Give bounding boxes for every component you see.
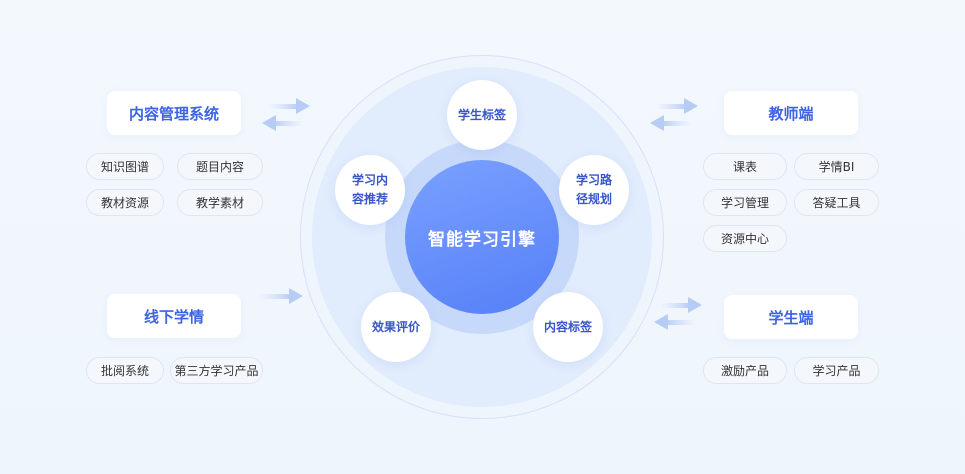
tag-pill: 学习管理 bbox=[703, 189, 787, 216]
tag-label: 学习产品 bbox=[812, 364, 861, 378]
tag-pill: 学情BI bbox=[794, 153, 879, 180]
tag-label: 学习管理 bbox=[720, 196, 769, 210]
tag-pill: 资源中心 bbox=[703, 225, 787, 252]
offline-learning-box: 线下学情 bbox=[107, 294, 241, 338]
node-content-tags: 内容标签 bbox=[533, 292, 603, 362]
tag-pill: 题目内容 bbox=[177, 153, 263, 180]
content-management-system-box: 内容管理系统 bbox=[107, 91, 241, 135]
tag-label: 资源中心 bbox=[720, 232, 769, 246]
student-side-box: 学生端 bbox=[724, 295, 858, 339]
node-label: 内容标签 bbox=[543, 319, 592, 334]
tag-label: 激励产品 bbox=[720, 364, 769, 378]
tag-label: 知识图谱 bbox=[100, 160, 149, 174]
node-effect-evaluation: 效果评价 bbox=[361, 292, 431, 362]
teacher-side-box: 教师端 bbox=[724, 91, 858, 135]
tag-label: 课表 bbox=[732, 160, 757, 174]
tag-pill: 批阅系统 bbox=[86, 357, 164, 384]
tag-label: 教材资源 bbox=[100, 196, 149, 210]
tag-label: 题目内容 bbox=[195, 160, 244, 174]
tag-label: 答疑工具 bbox=[812, 196, 861, 210]
tag-label: 学情BI bbox=[818, 160, 855, 174]
tag-pill: 课表 bbox=[703, 153, 787, 180]
node-learning-path: 学习路径规划 bbox=[559, 155, 629, 225]
bidirectional-arrow-icon bbox=[262, 98, 310, 131]
tag-pill: 第三方学习产品 bbox=[170, 357, 263, 384]
arrow-right-icon bbox=[259, 288, 303, 304]
tag-pill: 学习产品 bbox=[794, 357, 879, 384]
node-label: 容推荐 bbox=[351, 192, 388, 206]
tag-label: 教学素材 bbox=[195, 196, 244, 210]
tag-pill: 教学素材 bbox=[177, 189, 263, 216]
box-title: 学生端 bbox=[768, 308, 814, 327]
engine-title: 智能学习引擎 bbox=[428, 229, 536, 250]
bidirectional-arrow-icon bbox=[650, 98, 698, 131]
node-label: 效果评价 bbox=[371, 319, 420, 334]
tag-label: 第三方学习产品 bbox=[174, 364, 259, 378]
node-label: 径规划 bbox=[575, 192, 612, 206]
box-title: 教师端 bbox=[768, 104, 814, 123]
node-label: 学生标签 bbox=[457, 107, 506, 122]
box-title: 内容管理系统 bbox=[128, 104, 219, 123]
node-label: 学习内 bbox=[351, 173, 388, 187]
node-content-recommend: 学习内容推荐 bbox=[335, 155, 405, 225]
tag-pill: 激励产品 bbox=[703, 357, 787, 384]
bidirectional-arrow-icon bbox=[654, 297, 702, 330]
node-label: 学习路 bbox=[575, 173, 612, 187]
tag-pill: 教材资源 bbox=[86, 189, 164, 216]
engine-core: 智能学习引擎 bbox=[405, 160, 559, 314]
node-student-tags: 学生标签 bbox=[447, 80, 517, 150]
tag-pill: 答疑工具 bbox=[794, 189, 879, 216]
tag-pill: 知识图谱 bbox=[86, 153, 164, 180]
box-title: 线下学情 bbox=[143, 307, 204, 326]
tag-label: 批阅系统 bbox=[100, 364, 149, 378]
